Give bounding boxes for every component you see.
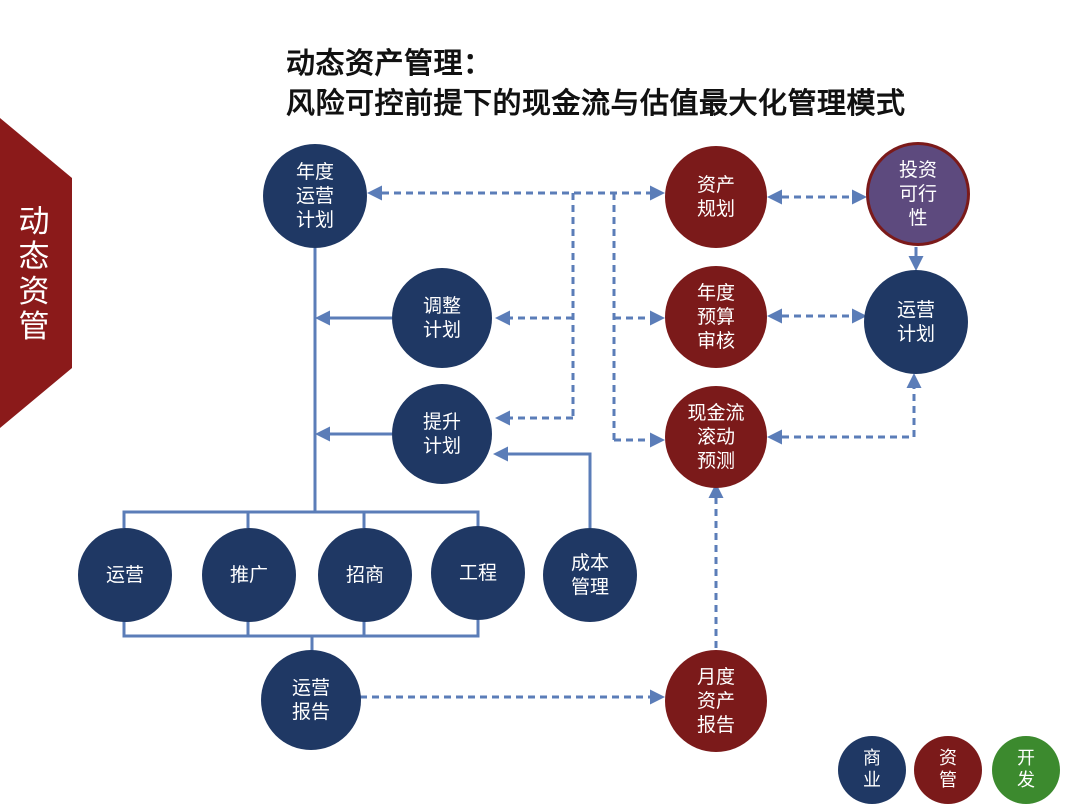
title-line-1: 动态资产管理： — [286, 46, 493, 80]
node-label: 管理 — [570, 576, 609, 598]
node-label: 工程 — [458, 562, 497, 584]
node-ops: 运营 — [78, 528, 172, 622]
node-label: 资产 — [696, 690, 735, 712]
legend-commercial: 商业 — [838, 736, 906, 804]
node-leasing: 招商 — [318, 528, 412, 622]
node-ops-plan: 运营计划 — [864, 270, 968, 374]
node-label: 审核 — [696, 330, 735, 352]
node-annual-ops-plan: 年度运营计划 — [263, 144, 367, 248]
legend-label: 管 — [939, 770, 957, 791]
legend-label: 发 — [1017, 770, 1035, 791]
node-label: 推广 — [229, 564, 268, 586]
legend-label: 资 — [939, 748, 957, 769]
node-label: 年度 — [696, 282, 735, 304]
node-label: 滚动 — [696, 426, 735, 448]
side-tab-char: 动 — [18, 204, 50, 240]
node-label: 预算 — [696, 306, 735, 328]
node-label: 现金流 — [687, 402, 745, 424]
legend-label: 商 — [863, 748, 881, 769]
node-promotion: 推广 — [202, 528, 296, 622]
node-label: 运营 — [896, 299, 935, 321]
dashed-cash-opplan — [767, 373, 922, 445]
title-line-2: 风险可控前提下的现金流与估值最大化管理模式 — [286, 86, 906, 120]
node-label: 运营 — [105, 564, 144, 586]
node-label: 规划 — [696, 198, 735, 220]
node-cost-management: 成本管理 — [543, 528, 637, 622]
legend-development: 开发 — [992, 736, 1060, 804]
side-tab — [0, 118, 72, 428]
node-label: 运营 — [291, 677, 330, 699]
node-label: 月度 — [696, 666, 735, 688]
group-bracket-bottom — [122, 620, 480, 638]
node-budget-review: 年度预算审核 — [665, 266, 767, 368]
side-tab-char: 资 — [18, 274, 50, 310]
side-tab-label: 动 态 资 管 — [14, 205, 54, 345]
side-tab-char: 态 — [18, 239, 50, 275]
node-adjust-plan: 调整计划 — [392, 268, 492, 368]
node-label: 计划 — [896, 323, 935, 345]
node-label: 报告 — [696, 714, 735, 736]
node-label: 性 — [908, 207, 928, 229]
node-label: 报告 — [291, 701, 330, 723]
node-asset-planning: 资产规划 — [665, 146, 767, 248]
node-cashflow-forecast: 现金流滚动预测 — [665, 386, 767, 488]
legend-label: 业 — [863, 770, 881, 791]
node-label: 年度 — [295, 161, 334, 183]
node-label: 计划 — [295, 209, 334, 231]
node-label: 运营 — [295, 185, 334, 207]
node-improve-plan: 提升计划 — [392, 384, 492, 484]
legend-label: 开 — [1017, 748, 1035, 769]
node-ops-report: 运营报告 — [261, 650, 361, 750]
node-label: 调整 — [422, 295, 461, 317]
node-investment-feasibility: 投资可行性 — [866, 142, 970, 246]
node-label: 资产 — [696, 174, 735, 196]
node-label: 计划 — [422, 435, 461, 457]
side-tab-shape — [0, 118, 72, 428]
node-label: 可行 — [898, 183, 937, 205]
group-bracket-top — [122, 510, 480, 528]
node-engineering: 工程 — [431, 526, 525, 620]
node-label: 提升 — [422, 411, 461, 433]
node-label: 投资 — [898, 159, 937, 181]
legend-asset-management: 资管 — [914, 736, 982, 804]
node-label: 预测 — [696, 450, 735, 472]
node-monthly-asset-report: 月度资产报告 — [665, 650, 767, 752]
side-tab-char: 管 — [18, 309, 50, 345]
node-label: 计划 — [422, 319, 461, 341]
node-label: 成本 — [570, 552, 609, 574]
node-label: 招商 — [345, 564, 384, 586]
arrow-cost-to-improve — [493, 446, 592, 528]
